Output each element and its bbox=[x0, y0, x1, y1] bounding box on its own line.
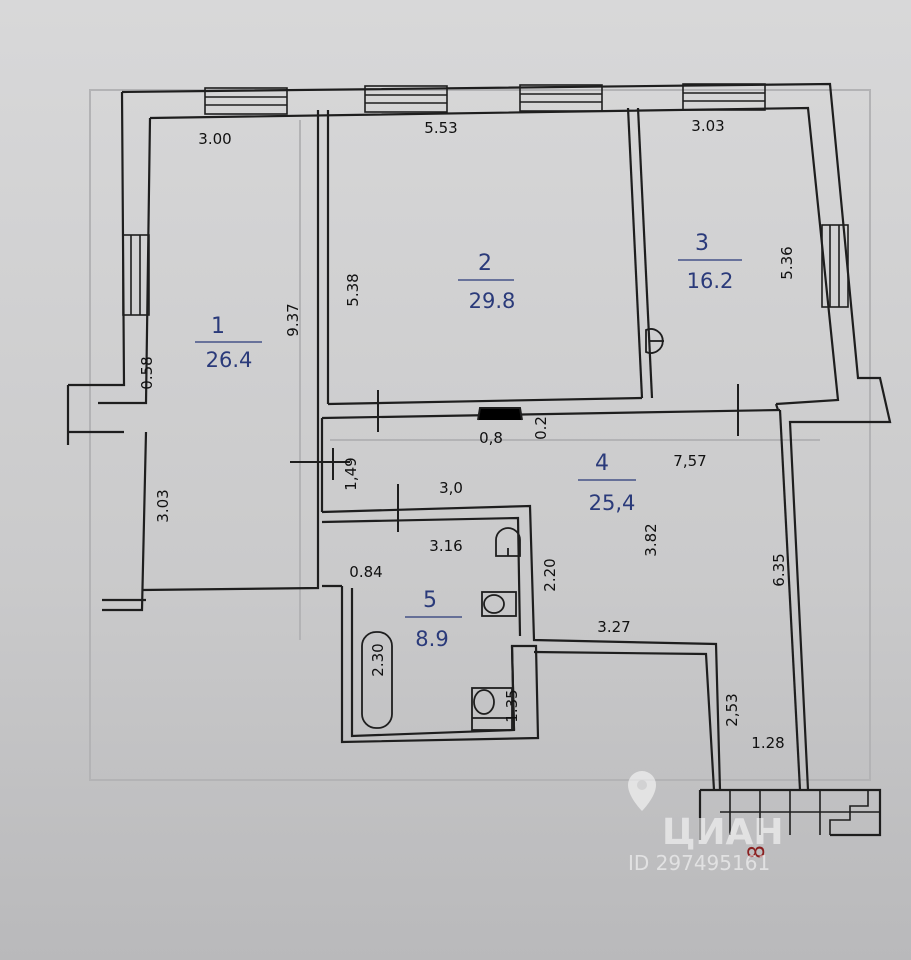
room-2-number: 2 bbox=[478, 251, 492, 276]
dim-r5-wc: 1.35 bbox=[503, 689, 521, 722]
dim-r5-left: 0.84 bbox=[349, 563, 382, 581]
fixtures bbox=[361, 328, 664, 731]
toilet-icon bbox=[481, 591, 517, 617]
room-4-area: 25,4 bbox=[589, 491, 636, 515]
dim-r4-lower: 3.27 bbox=[597, 618, 630, 636]
room-2-label: 2 29.8 bbox=[458, 251, 515, 313]
walls bbox=[66, 82, 892, 840]
dim-r5-h: 2.20 bbox=[541, 558, 559, 591]
window-room3 bbox=[682, 83, 766, 111]
room-1-label: 1 26.4 bbox=[195, 314, 262, 372]
stair-mark: 8 bbox=[745, 845, 770, 859]
dim-r5-bath: 2.30 bbox=[369, 643, 387, 676]
room-3-label: 3 16.2 bbox=[678, 231, 742, 293]
radiator-icon bbox=[645, 328, 664, 354]
window-room1-side bbox=[122, 234, 150, 316]
dim-r3-height: 5.36 bbox=[778, 246, 796, 279]
dim-r5-top: 3.16 bbox=[429, 537, 462, 555]
watermark-brand: ЦИАН bbox=[662, 812, 784, 853]
room-5-number: 5 bbox=[423, 588, 437, 613]
watermark-id: ID 297495161 bbox=[628, 851, 770, 875]
dim-r1-height: 9.37 bbox=[284, 303, 302, 336]
dimension-labels: 3.00 5.53 3.03 9.37 5.38 5.36 0.58 3.03 … bbox=[138, 117, 796, 752]
location-pin-icon bbox=[628, 771, 656, 811]
window-room2b bbox=[519, 84, 603, 112]
dim-wall-149: 1,49 bbox=[342, 457, 360, 490]
ghost-plan bbox=[89, 89, 871, 781]
window-room1 bbox=[204, 87, 288, 115]
dim-r4-stair-h: 2,53 bbox=[723, 693, 741, 726]
dim-r4-inner: 3,0 bbox=[439, 479, 463, 497]
door-marks bbox=[290, 384, 739, 532]
room-2-area: 29.8 bbox=[469, 289, 516, 313]
room-1-area: 26.4 bbox=[206, 348, 253, 372]
dim-r2-top: 5.53 bbox=[424, 119, 457, 137]
watermark: ЦИАН ID 297495161 bbox=[628, 771, 784, 875]
room-3-number: 3 bbox=[695, 231, 709, 256]
dim-r4-height: 3.82 bbox=[642, 523, 660, 556]
dim-r1-top: 3.00 bbox=[198, 130, 231, 148]
dim-r4-right: 6.35 bbox=[770, 553, 788, 586]
window-room2a bbox=[364, 85, 448, 113]
dim-r1-left-upper: 0.58 bbox=[138, 356, 156, 389]
dim-r3-top: 3.03 bbox=[691, 117, 724, 135]
dim-r2-height: 5.38 bbox=[344, 273, 362, 306]
dim-r4-stair-w: 1.28 bbox=[751, 734, 784, 752]
window-room3-side bbox=[821, 224, 849, 308]
dim-door-width: 0,8 bbox=[479, 429, 503, 447]
dim-r4-width: 7,57 bbox=[673, 452, 706, 470]
room-4-label: 4 25,4 bbox=[578, 451, 636, 515]
dim-r1-left-lower: 3.03 bbox=[154, 489, 172, 522]
room-1-number: 1 bbox=[211, 314, 225, 339]
bathtub-icon bbox=[361, 631, 393, 729]
sink-icon bbox=[495, 527, 521, 557]
stairs bbox=[720, 790, 880, 835]
room-5-area: 8.9 bbox=[415, 627, 448, 651]
room-3-area: 16.2 bbox=[687, 269, 734, 293]
windows bbox=[122, 83, 849, 316]
dim-door-offset: 0.2 bbox=[532, 416, 550, 440]
shower-icon bbox=[471, 687, 513, 731]
room-5-label: 5 8.9 bbox=[405, 588, 462, 651]
room-4-number: 4 bbox=[595, 451, 609, 476]
